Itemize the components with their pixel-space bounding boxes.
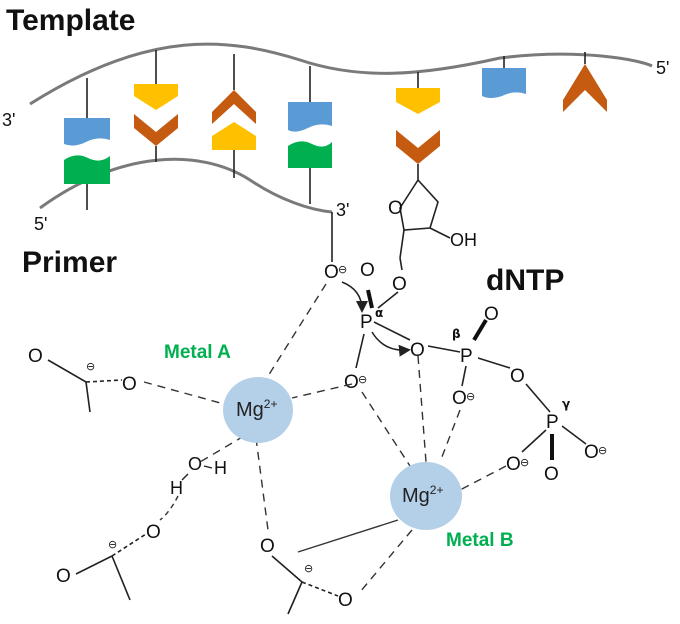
dntp-label: dNTP bbox=[486, 264, 564, 297]
minus-sign: ⊖ bbox=[86, 360, 95, 373]
carboxylate-top-left bbox=[47, 359, 123, 413]
template-label: Template bbox=[6, 4, 135, 37]
bridging-oxygen-alpha-beta: O bbox=[410, 340, 425, 361]
p-alpha: P bbox=[360, 312, 373, 333]
minus-sign: ⊖ bbox=[358, 373, 367, 386]
mg-a-label: Mg2+ bbox=[236, 397, 277, 421]
metal-b-label: Metal B bbox=[446, 530, 514, 551]
minus-sign: ⊖ bbox=[598, 444, 607, 457]
minus-sign: ⊖ bbox=[466, 390, 475, 403]
gamma-label: γ bbox=[562, 397, 570, 411]
p-gamma: P bbox=[546, 412, 559, 433]
template-stems bbox=[86, 50, 586, 118]
p-beta: P bbox=[460, 346, 473, 367]
water-hydrogen-2: H bbox=[170, 478, 183, 498]
primer-label: Primer bbox=[22, 246, 117, 279]
minus-sign: ⊖ bbox=[304, 562, 313, 575]
bridging-oxygen-beta-gamma: O bbox=[510, 366, 525, 387]
oh-label: OH bbox=[450, 230, 477, 250]
minus-sign: ⊖ bbox=[108, 538, 117, 551]
primer-3prime-label: 3' bbox=[336, 200, 349, 220]
deoxyribose-ring bbox=[399, 178, 451, 259]
p-alpha-bond bbox=[373, 321, 411, 341]
template-base-blue-2 bbox=[288, 102, 332, 132]
p-gamma-o2-bond bbox=[521, 429, 547, 453]
p-alpha-o-minus: O bbox=[344, 372, 359, 393]
ring-oxygen: O bbox=[388, 198, 403, 219]
metal-b-ion bbox=[390, 462, 462, 530]
metal-a-label: Metal A bbox=[164, 342, 231, 363]
mg-b-label: Mg2+ bbox=[402, 483, 443, 507]
template-5prime-label: 5' bbox=[656, 58, 669, 78]
p-alpha-o-bond bbox=[355, 333, 365, 369]
carboxylate-bottom-left bbox=[75, 533, 147, 601]
carboxylate-oxygen: O bbox=[56, 566, 71, 587]
p-beta-bond bbox=[477, 357, 511, 369]
beta-gamma-bond bbox=[525, 383, 551, 413]
carboxylate-oxygen: O bbox=[122, 374, 137, 395]
primer-base-orange-1 bbox=[134, 114, 178, 146]
primer-3prime-o-minus: O bbox=[324, 262, 339, 283]
coordination-bonds bbox=[143, 283, 507, 593]
nucleophilic-attack-arrow bbox=[341, 281, 368, 313]
beta-label: β bbox=[452, 327, 461, 341]
template-strand bbox=[29, 42, 653, 106]
template-base-blue-1 bbox=[64, 118, 110, 146]
template-3prime-label: 3' bbox=[2, 110, 15, 130]
bond-break-arrow bbox=[371, 331, 411, 357]
template-base-blue-3 bbox=[482, 68, 526, 98]
p-alpha-oxygen: O bbox=[360, 260, 375, 281]
carboxylate-bottom-middle bbox=[271, 555, 339, 615]
template-base-yellow-1 bbox=[134, 84, 178, 110]
primer-stems bbox=[86, 146, 333, 262]
minus-sign: ⊖ bbox=[520, 456, 529, 469]
carboxylate-oxygen: O bbox=[28, 346, 43, 367]
primer-5prime-label: 5' bbox=[34, 214, 47, 234]
alpha-label: α bbox=[375, 306, 383, 320]
water-oxygen: O bbox=[188, 454, 202, 474]
water-hydrogen-1: H bbox=[214, 458, 227, 478]
template-base-yellow-2 bbox=[396, 88, 440, 114]
minus-sign: ⊖ bbox=[338, 263, 347, 276]
water-hbond bbox=[159, 495, 179, 521]
p-beta-o-bond bbox=[461, 365, 467, 387]
p-gamma-o-minus-left: O bbox=[506, 454, 521, 475]
template-base-orange-1 bbox=[212, 90, 256, 124]
p-gamma-o-minus-right: O bbox=[584, 442, 599, 463]
p-beta-double-bond bbox=[472, 318, 488, 342]
carboxylate-oxygen: O bbox=[338, 590, 353, 611]
p-alpha-double-bond bbox=[366, 289, 374, 309]
p-beta-o-minus: O bbox=[452, 388, 467, 409]
water-oh-bond bbox=[203, 465, 213, 469]
p-gamma-oxygen: O bbox=[544, 464, 559, 485]
p-beta-oxygen: O bbox=[484, 304, 499, 325]
water-oh-bond bbox=[181, 473, 189, 481]
metal-a-ion bbox=[223, 377, 293, 443]
sugar-phosphate-bonds bbox=[377, 257, 403, 309]
primer-base-green-1 bbox=[64, 155, 110, 184]
incoming-base-orange bbox=[396, 130, 440, 164]
alpha-beta-bond bbox=[427, 345, 461, 353]
template-base-orange-2 bbox=[563, 64, 607, 112]
p-gamma-o1-bond bbox=[561, 425, 587, 445]
carboxylate-oxygen: O bbox=[260, 536, 275, 557]
primer-base-yellow-1 bbox=[212, 122, 256, 150]
primer-base-green-2 bbox=[288, 141, 332, 168]
bridging-oxygen-5prime: O bbox=[392, 274, 407, 295]
carboxylate-oxygen: O bbox=[146, 522, 161, 543]
